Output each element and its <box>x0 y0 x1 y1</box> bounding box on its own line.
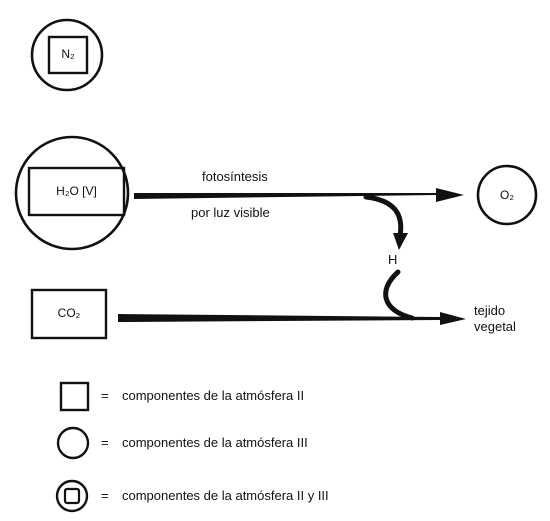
h2o-square <box>27 166 126 217</box>
legend-square-symbol <box>59 381 90 412</box>
process-label-upper: fotosíntesis <box>202 169 268 184</box>
legend-equals-2: = <box>101 435 109 450</box>
co2-arrow <box>118 312 466 325</box>
n2-square <box>47 35 89 75</box>
branch-curve-to-h <box>363 194 404 239</box>
process-label-lower: por luz visible <box>191 205 270 220</box>
n2-label: N₂ <box>61 47 75 61</box>
product-label-line1: tejido <box>474 303 506 318</box>
h2o-node <box>14 135 130 251</box>
legend-text-2: componentes de la atmósfera III <box>122 435 308 450</box>
h2o-label: H₂O [V] <box>56 184 97 198</box>
photosynthesis-arrow <box>134 188 464 202</box>
legend-equals-1: = <box>101 388 109 403</box>
o2-circle <box>476 164 538 226</box>
legend-equals-3: = <box>101 488 109 503</box>
legend-combo-circle <box>55 479 89 513</box>
branch-arrow-head-to-h <box>393 233 408 250</box>
photosynthesis-arrow-head <box>436 188 464 202</box>
branch-arrow-to-h <box>363 194 408 250</box>
n2-node <box>30 18 104 92</box>
legend-text-3: componentes de la atmósfera II y III <box>122 488 329 503</box>
product-label-line2: vegetal <box>474 319 516 334</box>
legend-text-1: componentes de la atmósfera II <box>122 388 305 403</box>
co2-square <box>30 288 108 340</box>
h2o-circle <box>14 135 130 251</box>
intermediate-h-label: H <box>388 252 398 267</box>
branch-curve-from-h <box>383 269 415 321</box>
n2-circle <box>30 18 104 92</box>
o2-label: O₂ <box>500 188 514 202</box>
legend-circle-symbol <box>56 426 90 460</box>
photosynthesis-arrow-shaft <box>134 193 436 199</box>
co2-arrow-shaft <box>118 314 440 322</box>
legend-combo-square <box>63 487 81 505</box>
legend-square-in-circle-symbol <box>55 479 89 513</box>
co2-label: CO₂ <box>57 306 81 320</box>
co2-arrow-head <box>440 312 466 325</box>
